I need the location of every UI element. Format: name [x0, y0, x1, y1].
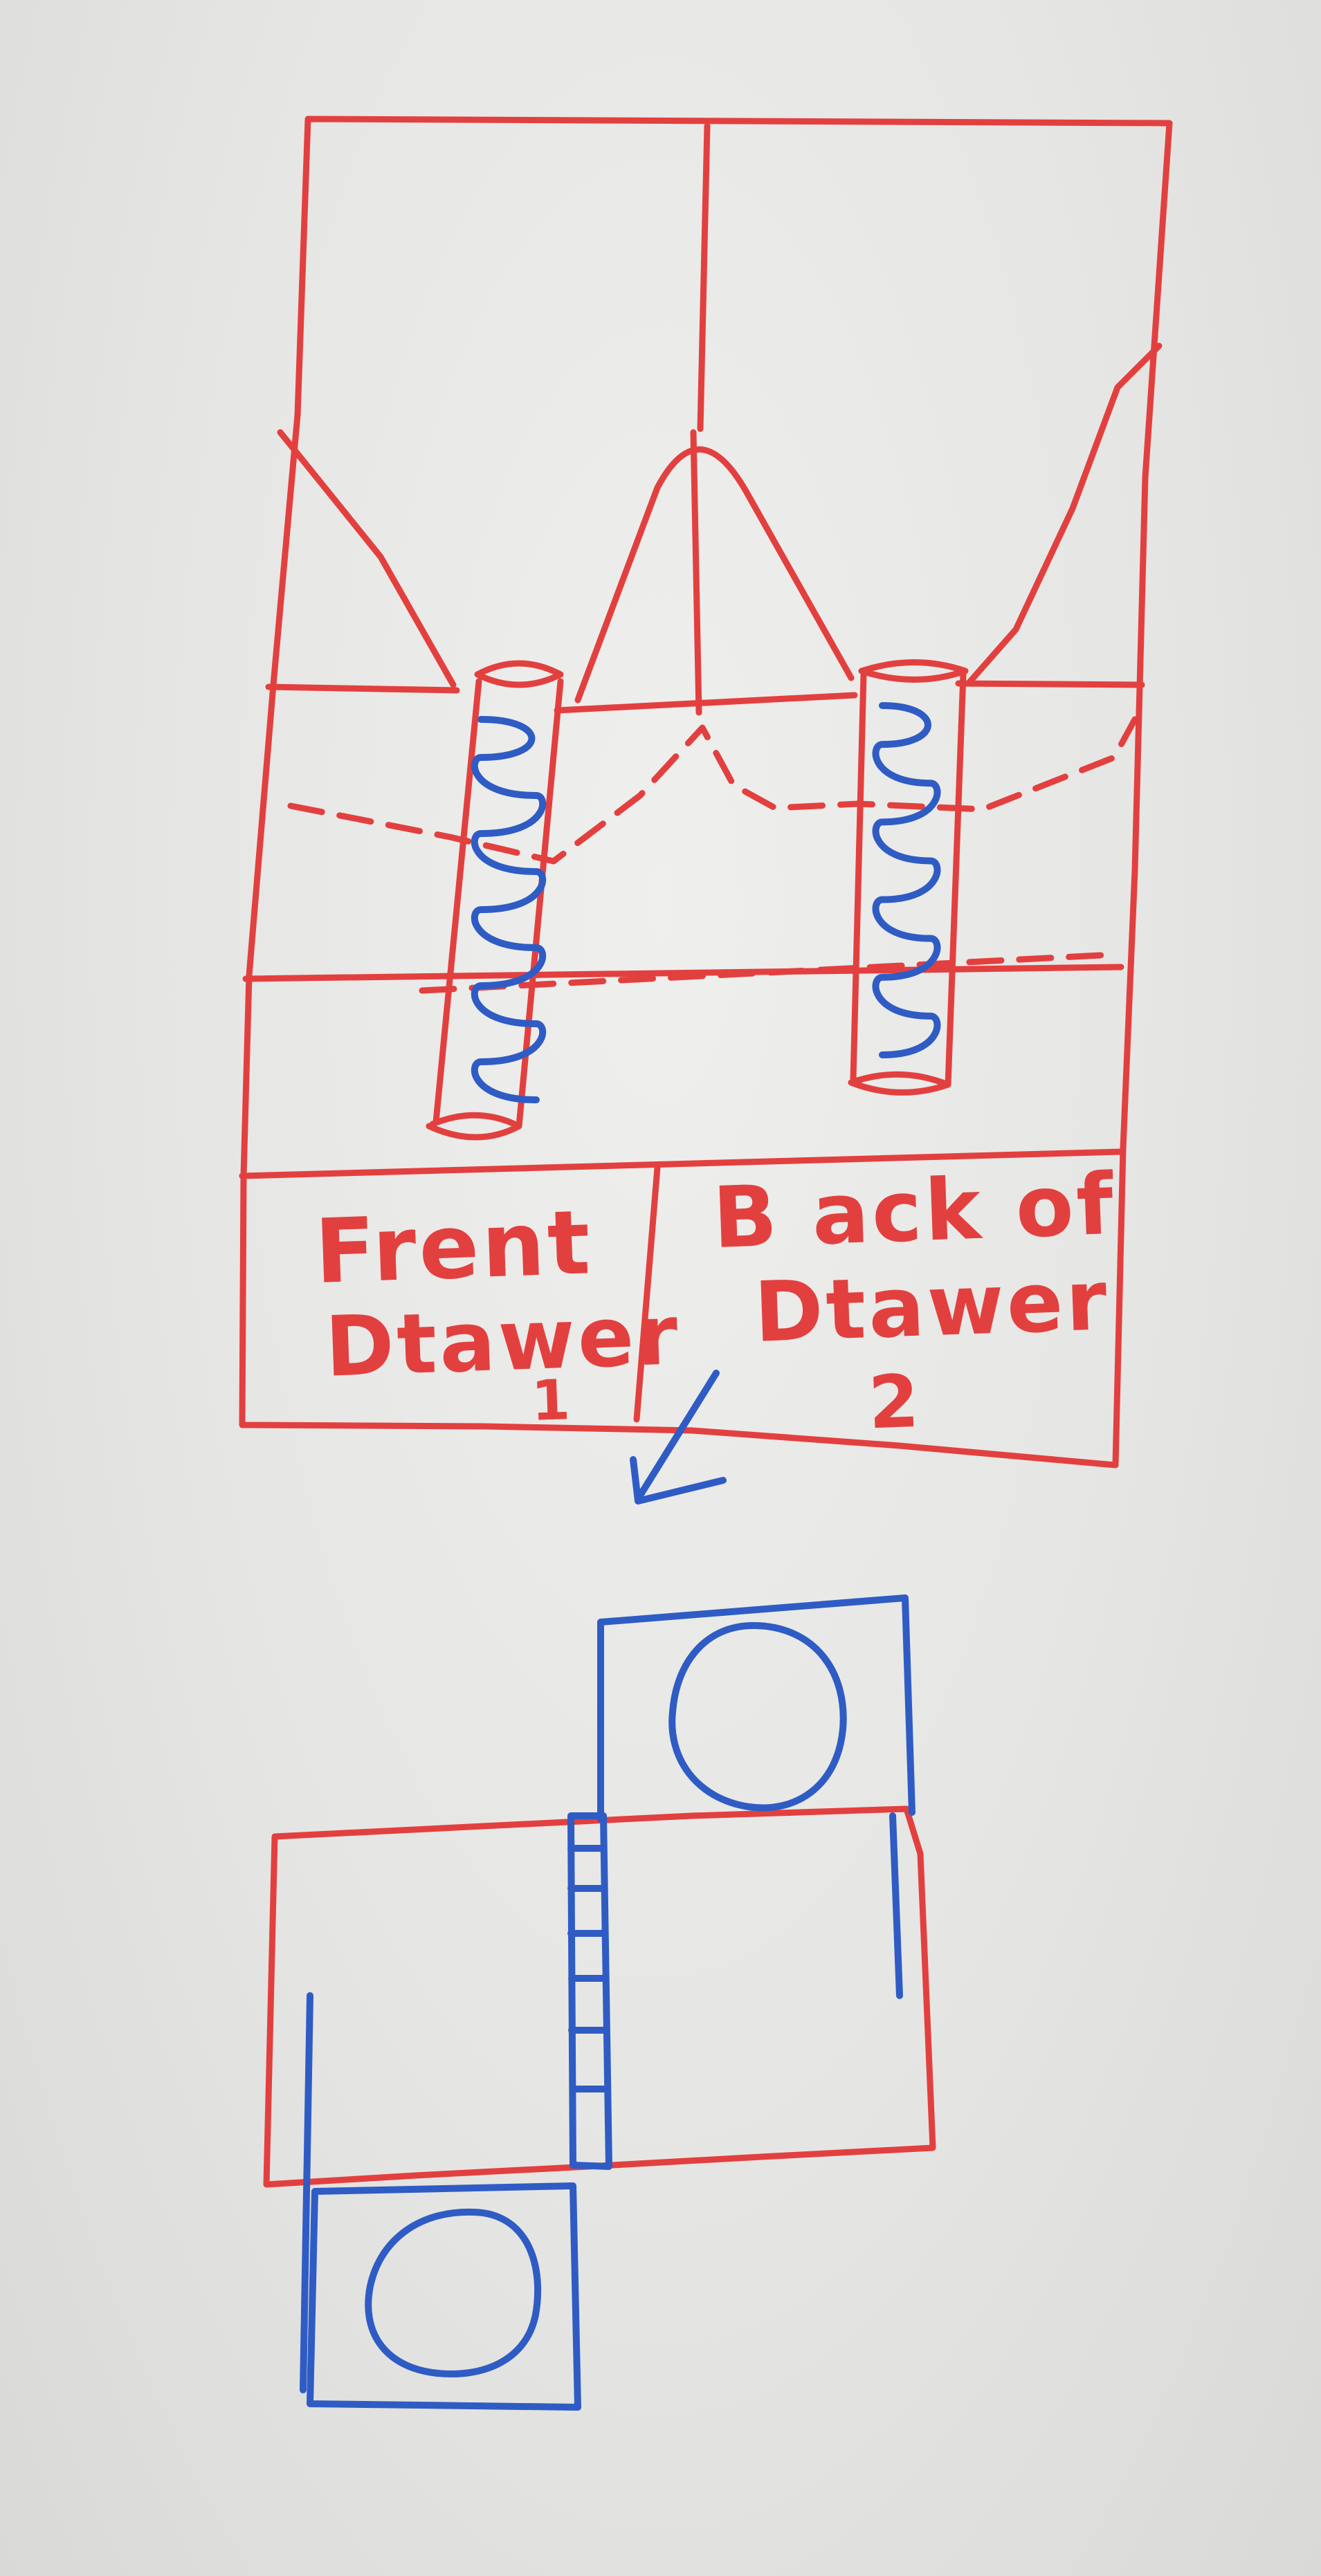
blue-spring-sketch — [300, 702, 941, 2411]
center-peak-inner — [690, 429, 702, 716]
cabinet-outer-frame — [239, 116, 1173, 1469]
ladder-strip — [567, 1812, 612, 2170]
front-label-line1: Frent — [313, 1191, 594, 1304]
upper-blue-box — [597, 1594, 915, 1999]
right-cylinder — [848, 659, 969, 1096]
lower-blue-box — [300, 1992, 581, 2411]
drawer-top-line — [239, 1148, 1124, 1179]
front-label-line2: Dtawer — [323, 1287, 682, 1396]
back-label-line2: Dtawer — [752, 1253, 1111, 1361]
center-peak-outer — [574, 446, 855, 703]
right-slope-line — [967, 342, 1163, 685]
left-slope-line — [277, 429, 457, 688]
upper-center-divider — [697, 122, 711, 432]
right-spring-coil — [872, 702, 941, 1058]
upper-shelf-line — [265, 680, 1145, 714]
red-cabinet-sketch — [239, 116, 1173, 2188]
middle-shelf-line — [242, 964, 1124, 982]
back-drawer-number: 2 — [866, 1359, 924, 1446]
lower-circle — [365, 2208, 542, 2377]
left-spring-coil — [471, 716, 547, 1103]
hidden-dashed-line — [419, 951, 1118, 994]
lower-red-slab — [263, 1805, 936, 2188]
left-cylinder — [426, 660, 564, 1141]
front-drawer-number: 1 — [530, 1367, 574, 1434]
down-left-arrow-icon — [630, 1370, 727, 1505]
drawer-divider — [633, 1164, 661, 1423]
back-label-line1: B ack of — [711, 1154, 1118, 1268]
hidden-dashed-curve — [287, 716, 1138, 865]
upper-circle — [668, 1621, 847, 1812]
